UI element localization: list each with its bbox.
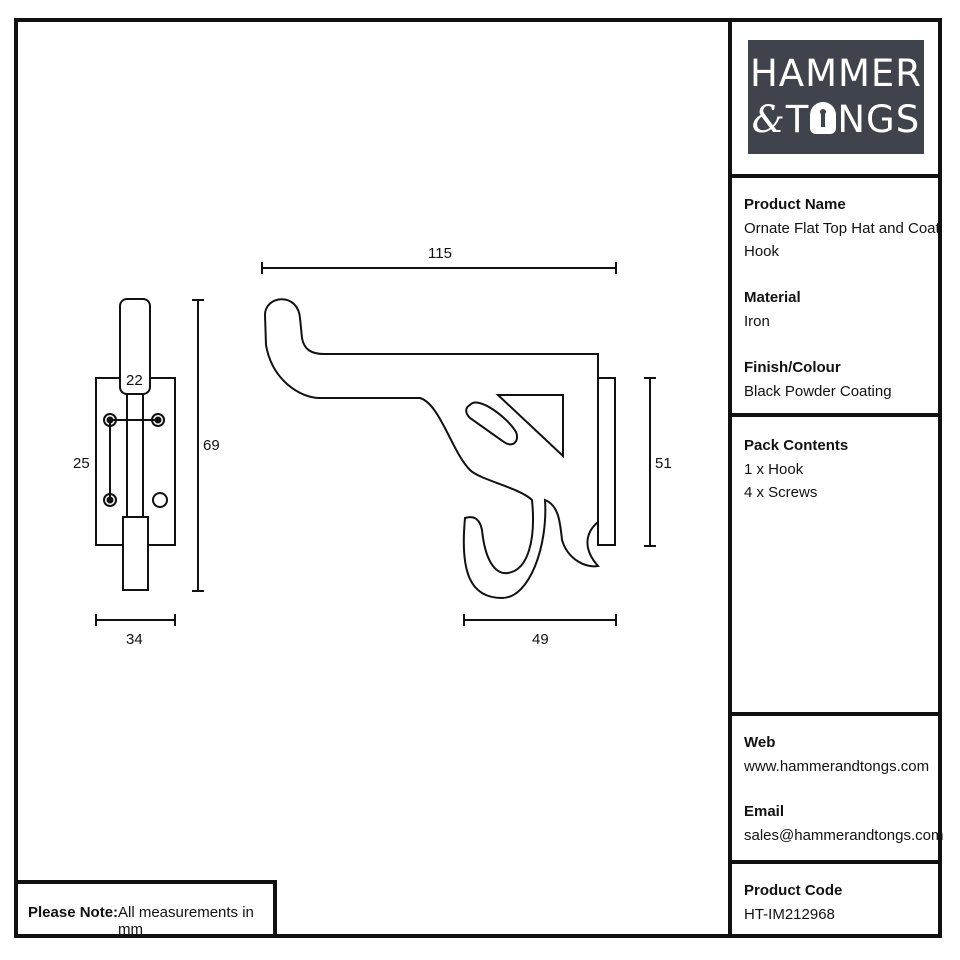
product-specs-cell: Product Name Ornate Flat Top Hat and Coa… xyxy=(728,174,942,415)
product-code-value: HT-IM212968 xyxy=(744,906,835,923)
hook-bottom-tab xyxy=(122,516,149,591)
screw-hole xyxy=(151,413,165,427)
hook-triangle-cutout xyxy=(495,394,564,459)
contact-cell: Web www.hammerandtongs.com Email sales@h… xyxy=(728,712,944,862)
note-label: Please Note: xyxy=(28,904,119,921)
hook-top-tab xyxy=(119,298,151,395)
product-name-value: Ornate Flat Top Hat and Coat Hook xyxy=(744,220,940,260)
screw-hole-empty xyxy=(152,492,168,508)
finish-label: Finish/Colour xyxy=(744,359,841,376)
side-dimension-lines xyxy=(261,262,656,626)
hook-slot-cutout xyxy=(465,401,518,446)
drawing-frame xyxy=(14,18,942,938)
email-label: Email xyxy=(744,803,785,820)
material-label: Material xyxy=(744,289,801,306)
screw-hole xyxy=(103,493,117,507)
keyhole-icon xyxy=(810,102,837,134)
side-view xyxy=(263,298,616,600)
screw-hole xyxy=(103,413,117,427)
pack-line-1: 1 x Hook xyxy=(744,461,804,478)
hook-profile xyxy=(263,298,600,600)
dim-side-length: 115 xyxy=(428,245,452,262)
front-view xyxy=(95,298,176,591)
measurement-note: Please Note: All measurements in mm xyxy=(14,880,277,938)
pack-contents-cell: Pack Contents 1 x Hook 4 x Screws xyxy=(728,413,942,714)
dim-front-width: 34 xyxy=(126,631,143,648)
side-back-plate xyxy=(597,377,616,546)
front-dimension-lines xyxy=(95,299,204,626)
dim-top-width: 22 xyxy=(126,372,143,389)
product-code-label: Product Code xyxy=(744,882,843,899)
email-value[interactable]: sales@hammerandtongs.com xyxy=(744,827,944,844)
finish-value: Black Powder Coating xyxy=(744,383,892,400)
logo-line-1: HAMMER xyxy=(749,52,923,95)
dim-side-height: 51 xyxy=(655,455,672,472)
dim-front-height: 69 xyxy=(203,437,220,454)
dim-side-depth: 49 xyxy=(532,631,549,648)
product-name-label: Product Name xyxy=(744,196,846,213)
web-label: Web xyxy=(744,734,776,751)
web-value[interactable]: www.hammerandtongs.com xyxy=(744,758,930,775)
pack-line-2: 4 x Screws xyxy=(744,484,818,501)
note-text: All measurements in mm xyxy=(118,904,254,938)
pack-contents-label: Pack Contents xyxy=(744,437,849,454)
dim-plate-height: 25 xyxy=(73,455,90,472)
material-value: Iron xyxy=(744,313,770,330)
product-code-cell: Product Code HT-IM212968 xyxy=(728,860,942,938)
